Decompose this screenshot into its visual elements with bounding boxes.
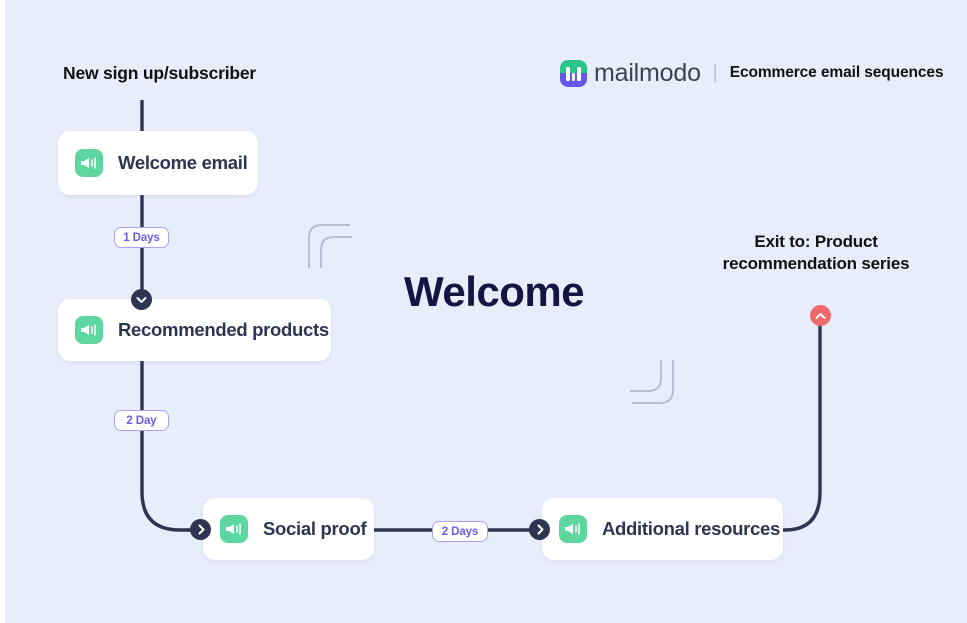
brand-tagline: Ecommerce email sequences [729, 64, 944, 81]
mailmodo-logo-icon [560, 59, 587, 87]
brand-header: mailmodo | Ecommerce email sequences [560, 58, 944, 88]
flow-exit-label: Exit to: Product recommendation series [722, 232, 910, 274]
nested-corner-bottom-right-icon [626, 358, 676, 411]
flow-start-label: New sign up/subscriber [63, 63, 257, 83]
flow-node-label: Additional resources [602, 518, 781, 539]
left-edge-strip [0, 0, 5, 623]
flow-title: Welcome [404, 268, 585, 315]
chevron-up-icon[interactable] [810, 305, 831, 326]
flow-node-social-proof[interactable]: Social proof [203, 498, 374, 560]
flow-node-recommended-products[interactable]: Recommended products [58, 299, 331, 361]
chevron-down-icon[interactable] [131, 289, 152, 310]
megaphone-icon [75, 149, 103, 177]
delay-pill-3[interactable]: 2 Days [432, 521, 488, 542]
megaphone-icon [559, 515, 587, 543]
megaphone-icon [75, 316, 103, 344]
flow-node-label: Social proof [263, 518, 367, 539]
nested-corner-top-left-icon [306, 222, 356, 275]
flow-node-additional-resources[interactable]: Additional resources [542, 498, 783, 560]
brand-separator: | [712, 62, 718, 83]
delay-pill-1[interactable]: 1 Days [114, 227, 169, 248]
flow-node-welcome-email[interactable]: Welcome email [58, 131, 258, 195]
brand-name: mailmodo [594, 58, 701, 87]
flow-node-label: Welcome email [118, 152, 248, 173]
flow-node-label: Recommended products [118, 319, 329, 340]
megaphone-icon [220, 515, 248, 543]
chevron-right-icon[interactable] [190, 519, 211, 540]
chevron-right-icon[interactable] [529, 519, 550, 540]
delay-pill-2[interactable]: 2 Day [114, 410, 169, 431]
